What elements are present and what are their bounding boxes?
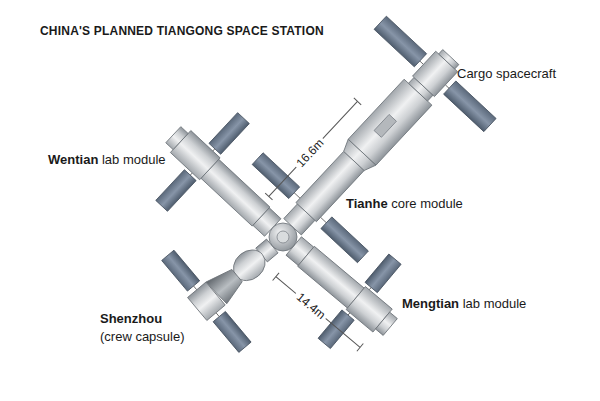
dimension-line	[273, 273, 364, 351]
module-name: Tianhe	[346, 196, 388, 211]
label-row: Cargo spacecraft	[457, 66, 556, 81]
wentian-module	[132, 91, 313, 272]
label-row: Mengtian lab module	[402, 296, 526, 311]
module-label: lab module	[463, 296, 527, 311]
tianhe-module	[238, 6, 506, 278]
mengtian-module	[258, 204, 425, 369]
module-name: Wentian	[48, 152, 98, 167]
module-label: lab module	[102, 152, 166, 167]
label-row: Shenzhou	[100, 311, 162, 326]
label-row: Tianhecore module	[346, 196, 463, 211]
dimension-label: 16.6m	[291, 134, 328, 172]
module-label: core module	[391, 196, 463, 211]
label-row: Wentian lab module	[48, 152, 166, 167]
label-row: (crew capsule)	[100, 329, 185, 344]
diagram-title: CHINA'S PLANNED TIANGONG SPACE STATION	[40, 24, 324, 39]
module-name: Shenzhou	[100, 311, 162, 326]
dimension-line	[265, 98, 361, 200]
docking-port	[277, 231, 289, 243]
label-row: 16.6m	[291, 133, 330, 173]
docking-hub	[269, 223, 297, 251]
label-row: 14.4m	[291, 287, 331, 325]
dimension-label: 14.4m	[291, 288, 330, 324]
module-label: Cargo spacecraft	[457, 66, 556, 81]
module-name: Mengtian	[402, 296, 459, 311]
module-label: (crew capsule)	[100, 329, 185, 344]
